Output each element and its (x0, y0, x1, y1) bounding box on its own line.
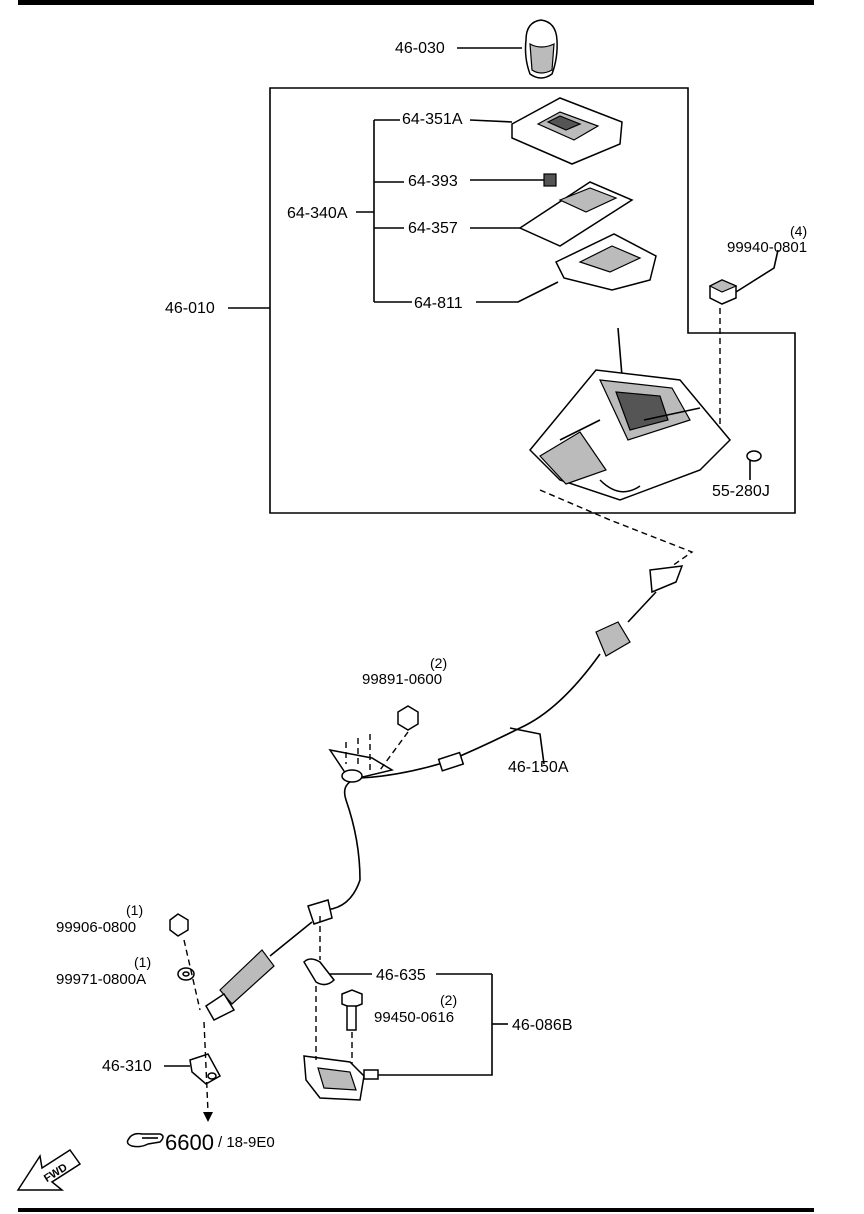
selector-lever[interactable] (189, 1053, 222, 1085)
label-washer: 99971-0800A (56, 971, 146, 988)
label-nut-top-qty: (4) (790, 223, 807, 239)
cover-plate[interactable] (518, 181, 634, 247)
reference-section[interactable]: / 18-9E0 (218, 1134, 275, 1151)
label-assy-top: 64-340A (287, 205, 348, 222)
label-nut-small: 99906-0800 (56, 919, 136, 936)
label-cable: 46-150A (508, 759, 569, 776)
indicator-bracket[interactable] (554, 233, 657, 291)
washer[interactable] (177, 967, 195, 981)
bolt[interactable] (341, 989, 363, 1031)
label-nut-cable-qty: (2) (430, 655, 447, 671)
label-nut-top: 99940-0801 (727, 239, 807, 256)
control-cable[interactable] (205, 565, 684, 1021)
label-bolt: 99450-0616 (374, 1009, 454, 1026)
cable-clip[interactable] (303, 958, 335, 986)
clip[interactable] (543, 173, 557, 187)
label-clip: 64-393 (408, 173, 458, 190)
label-washer-qty: (1) (134, 954, 151, 970)
label-pin: 55-280J (712, 483, 770, 500)
label-nut-cable: 99891-0600 (362, 671, 442, 688)
indicator-panel[interactable] (511, 97, 623, 165)
pin[interactable] (746, 450, 762, 462)
label-cover: 64-357 (408, 220, 458, 237)
label-bracket-assy: 46-086B (512, 1017, 573, 1034)
shifter-mechanism[interactable] (528, 327, 732, 501)
hex-nut-top[interactable] (708, 279, 738, 305)
hex-nut-cable[interactable] (397, 705, 419, 731)
label-nut-small-qty: (1) (126, 902, 143, 918)
label-lever: 46-310 (102, 1058, 152, 1075)
label-panel: 64-351A (402, 111, 463, 128)
hex-nut-small[interactable] (169, 913, 189, 937)
top-border (18, 0, 814, 5)
fwd-arrow-icon: FWD (16, 1148, 82, 1191)
label-clip2: 46-635 (376, 967, 426, 984)
cable-bracket[interactable] (303, 1055, 379, 1101)
reference-page[interactable]: 6600 (165, 1130, 214, 1155)
assembly-frame (269, 87, 796, 514)
label-bracket: 64-811 (414, 295, 463, 312)
bottom-border (18, 1208, 814, 1212)
shift-knob[interactable] (524, 19, 558, 79)
hand-pointer-icon (126, 1132, 164, 1148)
label-knob: 46-030 (395, 40, 445, 57)
label-shifter: 46-010 (165, 300, 215, 317)
label-bolt-qty: (2) (440, 992, 457, 1008)
